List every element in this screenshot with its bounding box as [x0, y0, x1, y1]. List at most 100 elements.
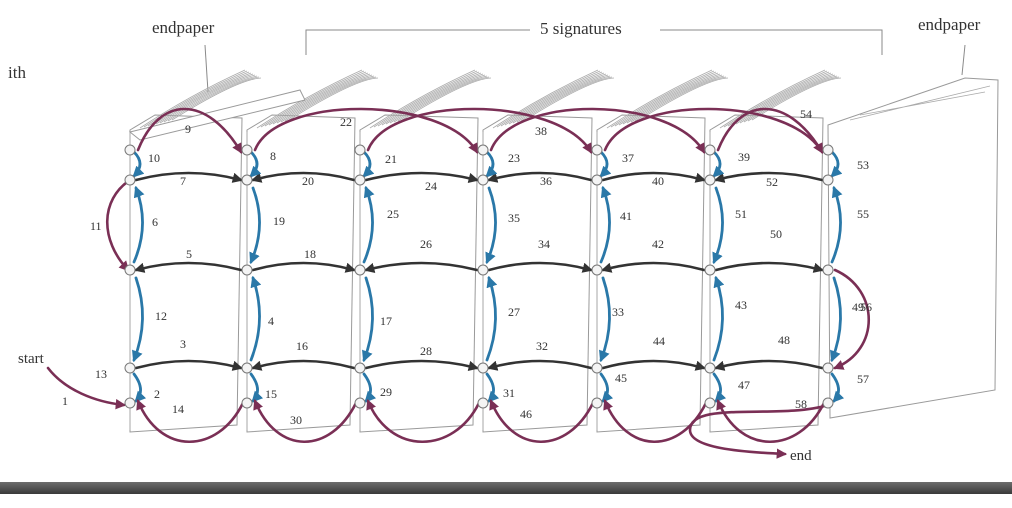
- sewing-hole: [242, 363, 252, 373]
- stitch-number: 15: [265, 387, 277, 401]
- sewing-hole: [125, 175, 135, 185]
- stitch-number: 48: [778, 333, 790, 347]
- side-link-thread: [107, 180, 130, 270]
- bottom-border-bar: [0, 482, 1012, 494]
- endpaper-left-leader: [205, 45, 208, 92]
- stitch-number: 27: [508, 305, 520, 319]
- sewing-hole: [592, 175, 602, 185]
- sewing-hole: [705, 398, 715, 408]
- signatures-label: 5 signatures: [540, 19, 622, 38]
- stitch-number: 52: [766, 175, 778, 189]
- stitch-number: 26: [420, 237, 432, 251]
- stitch-number: 53: [857, 158, 869, 172]
- stitch-number: 17: [380, 314, 392, 328]
- page-edge: [525, 78, 614, 120]
- sewing-hole: [125, 363, 135, 373]
- sewing-hole: [478, 145, 488, 155]
- sewing-hole: [125, 145, 135, 155]
- sewing-hole: [592, 363, 602, 373]
- stitch-number: 13: [95, 367, 107, 381]
- stitch-number: 45: [615, 371, 627, 385]
- page-edge: [752, 78, 841, 120]
- stitch-number: 20: [302, 174, 314, 188]
- stitch-number: 11: [90, 219, 102, 233]
- sewing-hole: [242, 265, 252, 275]
- sewing-hole: [242, 145, 252, 155]
- stitch-number: 21: [385, 152, 397, 166]
- stitch-number: 23: [508, 151, 520, 165]
- stitch-number: 25: [387, 207, 399, 221]
- sewing-hole: [705, 175, 715, 185]
- sewing-hole: [355, 145, 365, 155]
- stitch-number: 58: [795, 397, 807, 411]
- end-label: end: [790, 448, 812, 464]
- stitch-number: 50: [770, 227, 782, 241]
- stitch-number: 33: [612, 305, 624, 319]
- signature-page: [483, 115, 592, 432]
- sewing-hole: [823, 398, 833, 408]
- page-edge: [639, 78, 728, 120]
- sewing-hole: [355, 175, 365, 185]
- sewing-hole: [125, 265, 135, 275]
- stitch-number: 51: [735, 207, 747, 221]
- stitch-number: 30: [290, 413, 302, 427]
- sewing-hole: [823, 145, 833, 155]
- signature-page: [710, 115, 823, 432]
- sewing-hole: [125, 398, 135, 408]
- start-thread: [48, 368, 124, 405]
- stitch-number: 36: [540, 174, 552, 188]
- stitch-number: 38: [535, 124, 547, 138]
- stitch-number: 43: [735, 298, 747, 312]
- sewing-hole: [705, 265, 715, 275]
- sewing-hole: [242, 398, 252, 408]
- stitch-number: 4: [268, 314, 274, 328]
- stitch-number: 41: [620, 209, 632, 223]
- sewing-hole: [355, 363, 365, 373]
- stitch-number: 10: [148, 151, 160, 165]
- stitch-number: 55: [857, 207, 869, 221]
- stitch-number: 16: [296, 339, 308, 353]
- sewing-hole: [242, 175, 252, 185]
- sewing-hole: [823, 265, 833, 275]
- signature-page: [247, 115, 355, 432]
- stitch-number: 14: [172, 402, 184, 416]
- stitch-number: 46: [520, 407, 532, 421]
- sewing-hole: [478, 398, 488, 408]
- stitch-number: 39: [738, 150, 750, 164]
- stitch-number: 6: [152, 215, 158, 229]
- stitch-number: 31: [503, 386, 515, 400]
- endpaper-left-label: endpaper: [152, 18, 215, 37]
- endpaper-right-leader: [962, 45, 965, 75]
- stitch-number: 1: [62, 394, 68, 408]
- sewing-hole: [705, 145, 715, 155]
- stitch-number: 42: [652, 237, 664, 251]
- stitch-number: 9: [185, 122, 191, 136]
- stitch-number: 18: [304, 247, 316, 261]
- stitch-number: 37: [622, 151, 634, 165]
- sewing-hole: [355, 398, 365, 408]
- stitch-number: 34: [538, 237, 550, 251]
- signature-page: [597, 115, 705, 432]
- signature-page: [130, 115, 242, 432]
- stitch-number: 47: [738, 378, 750, 392]
- stitch-number: 28: [420, 344, 432, 358]
- stitch-number: 12: [155, 309, 167, 323]
- endpaper-right-page: [828, 78, 998, 418]
- sewing-hole: [705, 363, 715, 373]
- sewing-hole: [823, 363, 833, 373]
- stitch-number: 56: [860, 300, 872, 314]
- sewing-hole: [355, 265, 365, 275]
- sewing-hole: [478, 363, 488, 373]
- sewing-hole: [592, 265, 602, 275]
- stitch-number: 7: [180, 174, 186, 188]
- stitch-number: 2: [154, 387, 160, 401]
- stitch-number: 57: [857, 372, 869, 386]
- endpaper-right-label: endpaper: [918, 15, 981, 34]
- stitch-number: 40: [652, 174, 664, 188]
- stitch-number: 8: [270, 149, 276, 163]
- stitch-number: 5: [186, 247, 192, 261]
- signature-page: [360, 115, 478, 432]
- stitch-number: 54: [800, 107, 812, 121]
- stitch-number: 35: [508, 211, 520, 225]
